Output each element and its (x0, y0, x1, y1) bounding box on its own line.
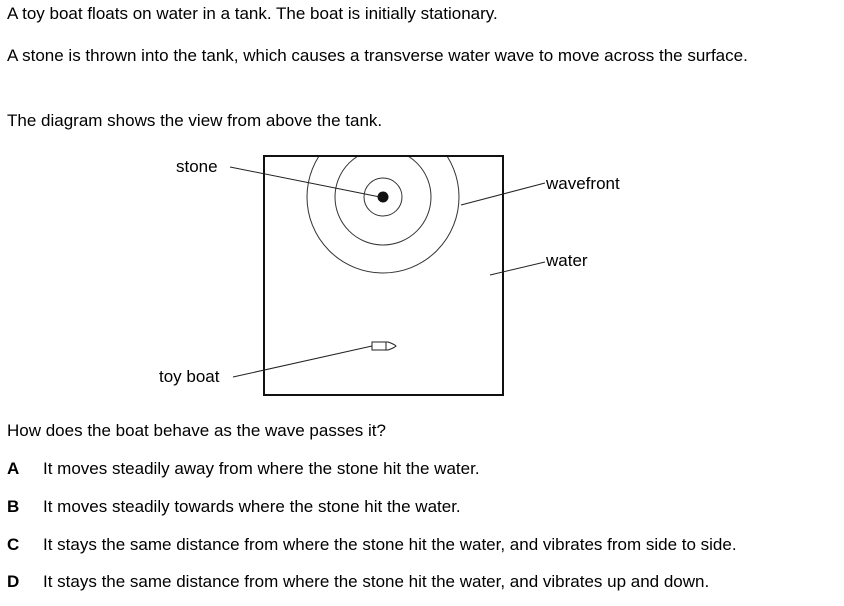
option-letter: C (7, 535, 20, 554)
stone-leader-line (229, 166, 381, 198)
label-toy-boat: toy boat (159, 367, 220, 386)
option-letter: B (7, 497, 20, 516)
option-text: It moves steadily away from where the st… (43, 459, 480, 478)
wavefront-circle (363, 177, 403, 217)
option-text: It moves steadily towards where the ston… (43, 497, 461, 516)
label-stone: stone (176, 157, 218, 176)
tank-outline (263, 155, 504, 396)
intro-line-1: A toy boat floats on water in a tank. Th… (7, 4, 498, 23)
option-c[interactable]: C It stays the same distance from where t… (7, 534, 737, 556)
option-text: It stays the same distance from where th… (43, 535, 737, 554)
toy-boat-icon (371, 341, 397, 351)
option-letter: A (7, 459, 20, 478)
option-d[interactable]: D It stays the same distance from where t… (7, 571, 709, 593)
intro-line-2: A stone is thrown into the tank, which c… (7, 46, 748, 65)
option-b[interactable]: B It moves steadily towards where the sto… (7, 496, 461, 518)
label-wavefront: wavefront (545, 174, 620, 193)
wavefront-circle (306, 156, 460, 274)
option-text: It stays the same distance from where th… (43, 572, 710, 591)
option-letter: D (7, 572, 20, 591)
toy-boat-leader-line (232, 345, 373, 378)
water-leader-line (489, 261, 546, 276)
wavefront-leader-line (460, 182, 546, 206)
label-water: water (545, 251, 588, 270)
question-text: How does the boat behave as the wave pas… (7, 421, 386, 440)
intro-line-3: The diagram shows the view from above th… (7, 111, 383, 130)
option-a[interactable]: A It moves steadily away from where the s… (7, 458, 480, 480)
wavefront-circle (334, 156, 432, 246)
wavefronts (306, 156, 460, 274)
stone-dot (377, 191, 389, 203)
